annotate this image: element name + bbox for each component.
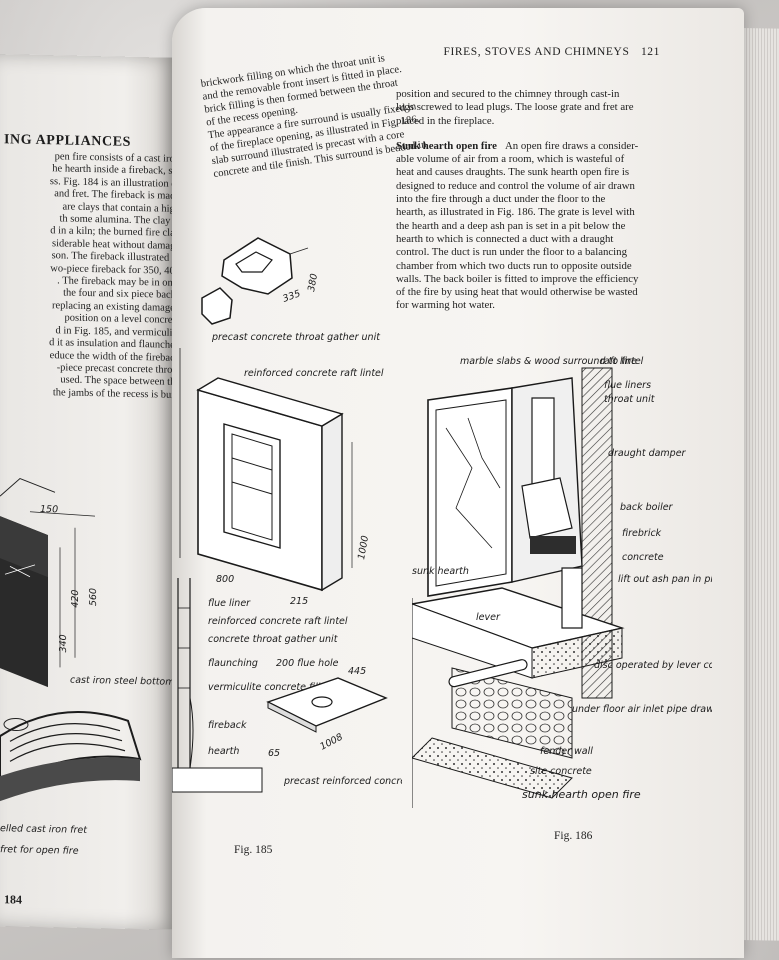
fig-185-caption: Fig. 185: [234, 844, 273, 856]
dim-1000-label: 1000: [356, 535, 371, 561]
site-concrete-label: site concrete: [530, 766, 592, 777]
back-boiler-label: back boiler: [620, 502, 674, 513]
dim-65-label: 65: [268, 748, 280, 759]
dim-800-label: 800: [216, 574, 234, 585]
vermiculite-label: vermiculite concrete fill: [208, 682, 321, 693]
raft-lintel-186-label: raft lintel: [600, 356, 644, 367]
fig-184-drawing: 150 420 560 340 cast iron steel bottom g…: [0, 456, 178, 836]
flaunching-label: flaunching: [208, 658, 258, 669]
flue-hole-label: 200 flue hole: [276, 658, 339, 669]
dim-215-label: 215: [290, 596, 308, 607]
body-line: chamber from which two ducts run to oppo…: [396, 259, 632, 272]
body-line: the hearth and a deep ash pan is set in …: [396, 219, 626, 232]
throat-unit-2-label: concrete throat gather unit: [208, 634, 339, 645]
sunk-hearth-label: sunk hearth: [412, 566, 469, 577]
intro-paragraph: position and secured to the chimney thro…: [396, 88, 696, 128]
marble-label: marble slabs & wood surround to fire: [460, 356, 637, 367]
body-line: for warming hot water.: [396, 299, 495, 312]
right-page: FIRES, STOVES AND CHIMNEYS 121 brickwork…: [172, 8, 744, 958]
running-head-title: FIRES, STOVES AND CHIMNEYS: [443, 46, 630, 58]
ash-pan-label: lift out ash pan in pit under hearth: [618, 574, 712, 585]
air-inlet-label: under floor air inlet pipe draws air fro…: [572, 704, 712, 715]
draught-damper-label: draught damper: [608, 448, 687, 459]
body-line: hearth to which is connected a duct with…: [396, 232, 614, 245]
precast-lintel-label: precast reinforced concrete raft lintel: [283, 776, 402, 787]
body-line: able volume of air from a room, which is…: [396, 153, 625, 166]
raft-lintel-label: reinforced concrete raft lintel: [244, 368, 384, 379]
lever-label: lever: [476, 612, 501, 623]
dim-380-label: 380: [306, 273, 320, 293]
body-line: walls. The back boiler is fitted to impr…: [396, 272, 639, 285]
fig-186-drawing: marble slabs & wood surround to fire raf…: [412, 356, 712, 818]
fret-label: elled cast iron fret: [0, 823, 88, 836]
dim-1008-label: 1008: [318, 732, 345, 753]
left-page-number: 184: [4, 892, 22, 907]
flue-liners-label: flue liners: [604, 380, 651, 391]
fret-label-2: fret for open fire: [0, 844, 79, 857]
right-text-column: position and secured to the chimney thro…: [396, 88, 696, 313]
throat-unit-label-text: precast concrete throat gather unit: [211, 332, 381, 343]
running-head: FIRES, STOVES AND CHIMNEYS 121: [443, 46, 660, 58]
dim-560-label: 560: [88, 588, 99, 606]
grate-label: cast iron steel bottom grate: [70, 675, 178, 689]
throat-unit-label: precast concrete throat gather unit: [211, 332, 381, 343]
concrete-label: concrete: [622, 552, 664, 563]
dim-445-label: 445: [348, 666, 366, 677]
sunk-hearth-first-line: Sunk hearth open fire An open fire draws…: [396, 140, 696, 153]
left-page: ING APPLIANCES pen fire consists of a ca…: [0, 54, 178, 930]
body-line: lugs screwed to lead plugs. The loose gr…: [396, 101, 634, 114]
body-line: position and secured to the chimney thro…: [396, 88, 620, 100]
fig-186-caption: Fig. 186: [554, 830, 593, 842]
body-line: designed to reduce and control the volum…: [396, 179, 635, 192]
dim-335-label: 335: [281, 288, 302, 305]
fender-wall-label: fender wall: [540, 746, 593, 757]
dim-340-label: 340: [58, 634, 69, 652]
sunk-hearth-text-first: An open fire draws a consider-: [505, 139, 639, 152]
body-line: heat and causes draughts. The sunk heart…: [396, 166, 630, 179]
grate-label-text: cast iron steel bottom grate: [70, 675, 178, 689]
left-text-column: brickwork filling on which the throat un…: [200, 48, 427, 181]
right-page-number: 121: [640, 46, 660, 58]
sunk-hearth-heading: Sunk hearth open fire: [396, 139, 497, 152]
body-line: control. The duct is run under the floor…: [396, 246, 627, 259]
disc-label: disc operated by lever controls draught: [594, 660, 712, 671]
sunk-hearth-paragraph: able volume of air from a room, which is…: [396, 153, 696, 313]
fig-186-title: sunk hearth open fire: [522, 788, 641, 801]
dim-150-label: 150: [40, 504, 58, 515]
throat-unit-186-label: throat unit: [604, 394, 656, 405]
fireback-label: fireback: [208, 720, 247, 731]
raft-lintel-2-label: reinforced concrete raft lintel: [208, 616, 348, 627]
left-page-heading: ING APPLIANCES: [4, 132, 132, 150]
dim-420-label: 420: [70, 589, 81, 607]
firebrick-label: firebrick: [622, 528, 662, 539]
hearth-label: hearth: [208, 746, 239, 757]
fig-185-drawing: 335 380 precast concrete throat gather u…: [172, 228, 402, 818]
flue-liner-label: flue liner: [208, 598, 251, 609]
body-line: hearth, as illustrated in Fig. 186. The …: [396, 206, 635, 219]
body-line: into the fire through a duct under the f…: [396, 193, 606, 206]
body-line: placed in the fireplace.: [396, 114, 495, 127]
body-line: of the fire by using heat that would oth…: [396, 286, 638, 299]
